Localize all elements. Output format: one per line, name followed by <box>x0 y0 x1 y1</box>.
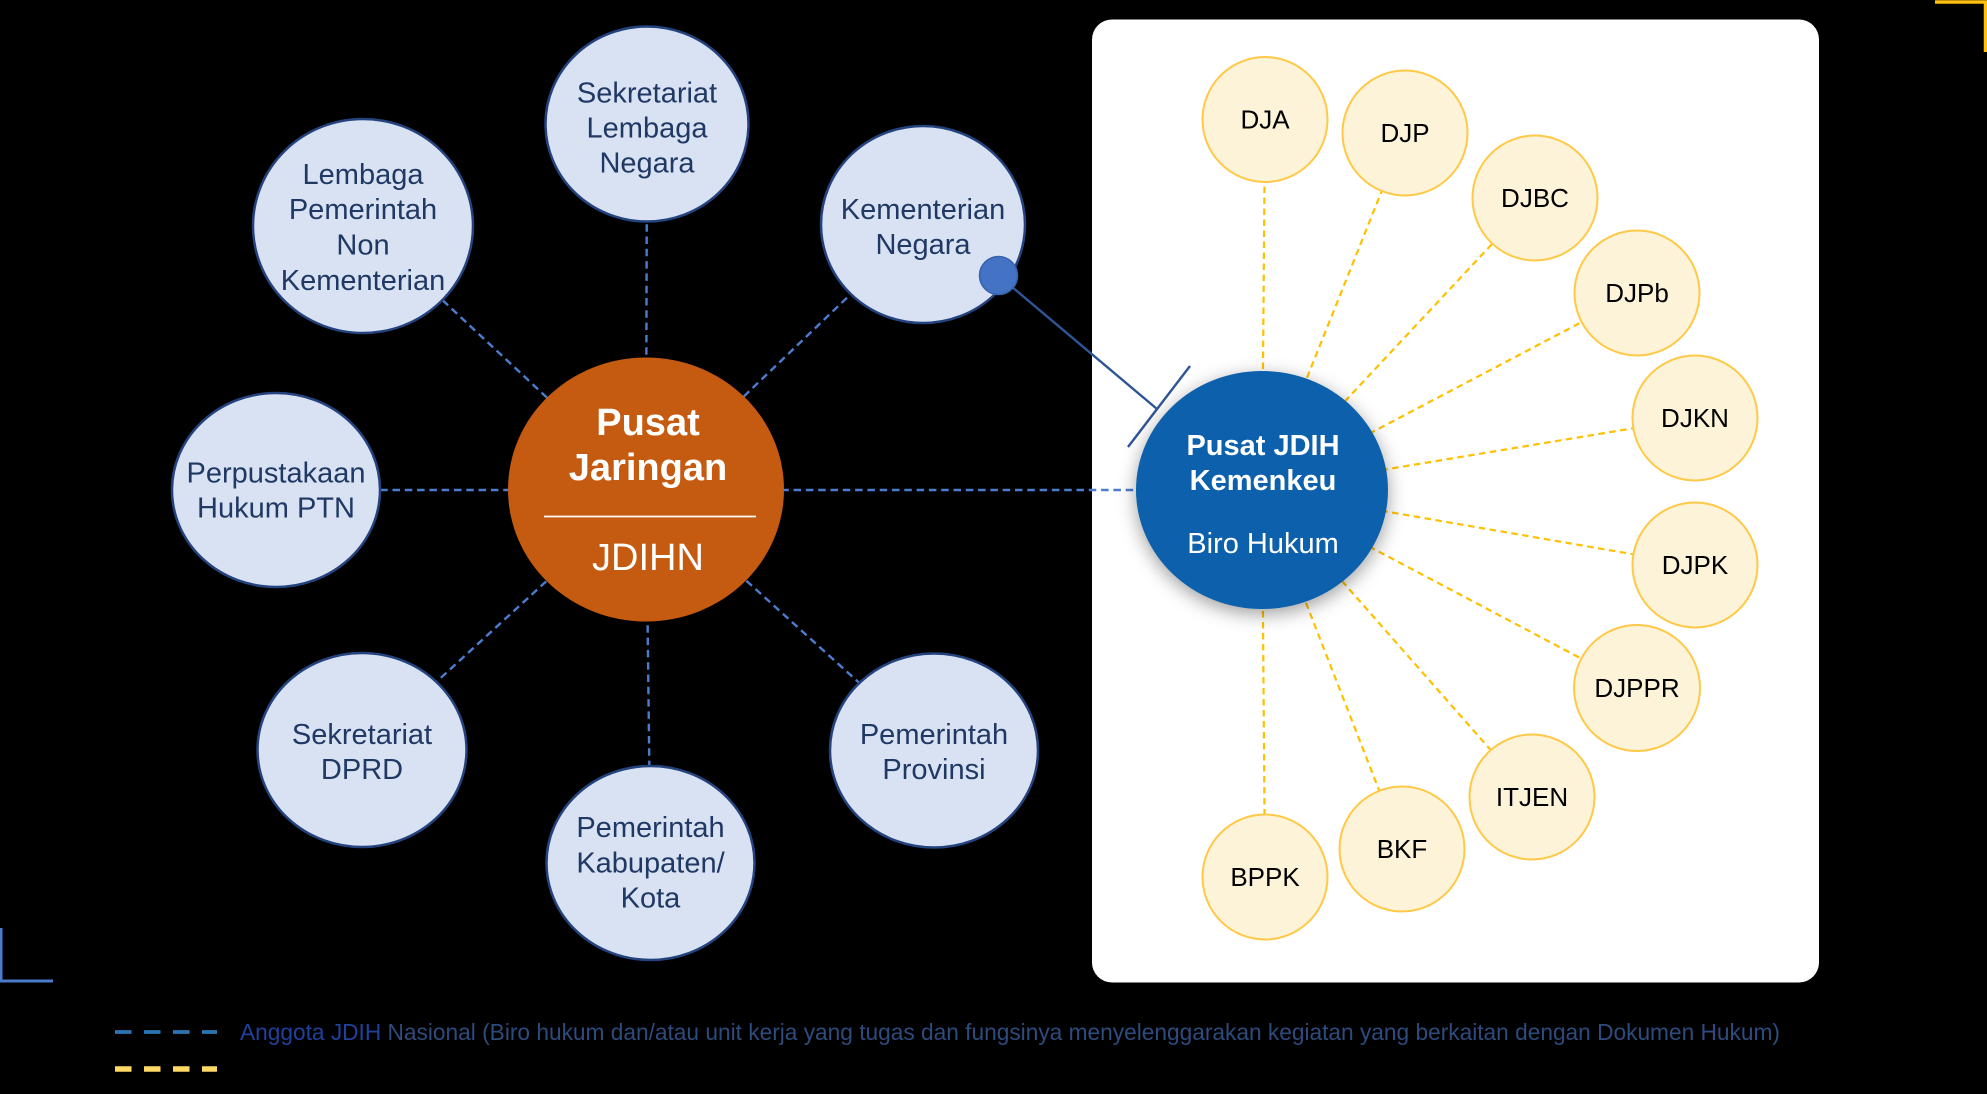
svg-text:DJBC: DJBC <box>1501 183 1569 213</box>
svg-text:DJPK: DJPK <box>1662 550 1729 580</box>
svg-text:DJKN: DJKN <box>1661 403 1729 433</box>
svg-text:DJP: DJP <box>1380 118 1429 148</box>
svg-text:DJPPR: DJPPR <box>1594 673 1679 703</box>
svg-text:BKF: BKF <box>1377 834 1428 864</box>
svg-text:DJA: DJA <box>1240 105 1290 135</box>
svg-text:Anggota JDIH Nasional (Biro hu: Anggota JDIH Nasional (Biro hukum dan/at… <box>240 1019 1780 1045</box>
svg-text:ITJEN: ITJEN <box>1496 782 1568 812</box>
svg-text:Biro Hukum: Biro Hukum <box>1187 528 1339 560</box>
svg-text:BPPK: BPPK <box>1230 862 1300 892</box>
svg-text:JDIHN: JDIHN <box>592 537 704 579</box>
svg-text:DJPb: DJPb <box>1605 278 1669 308</box>
